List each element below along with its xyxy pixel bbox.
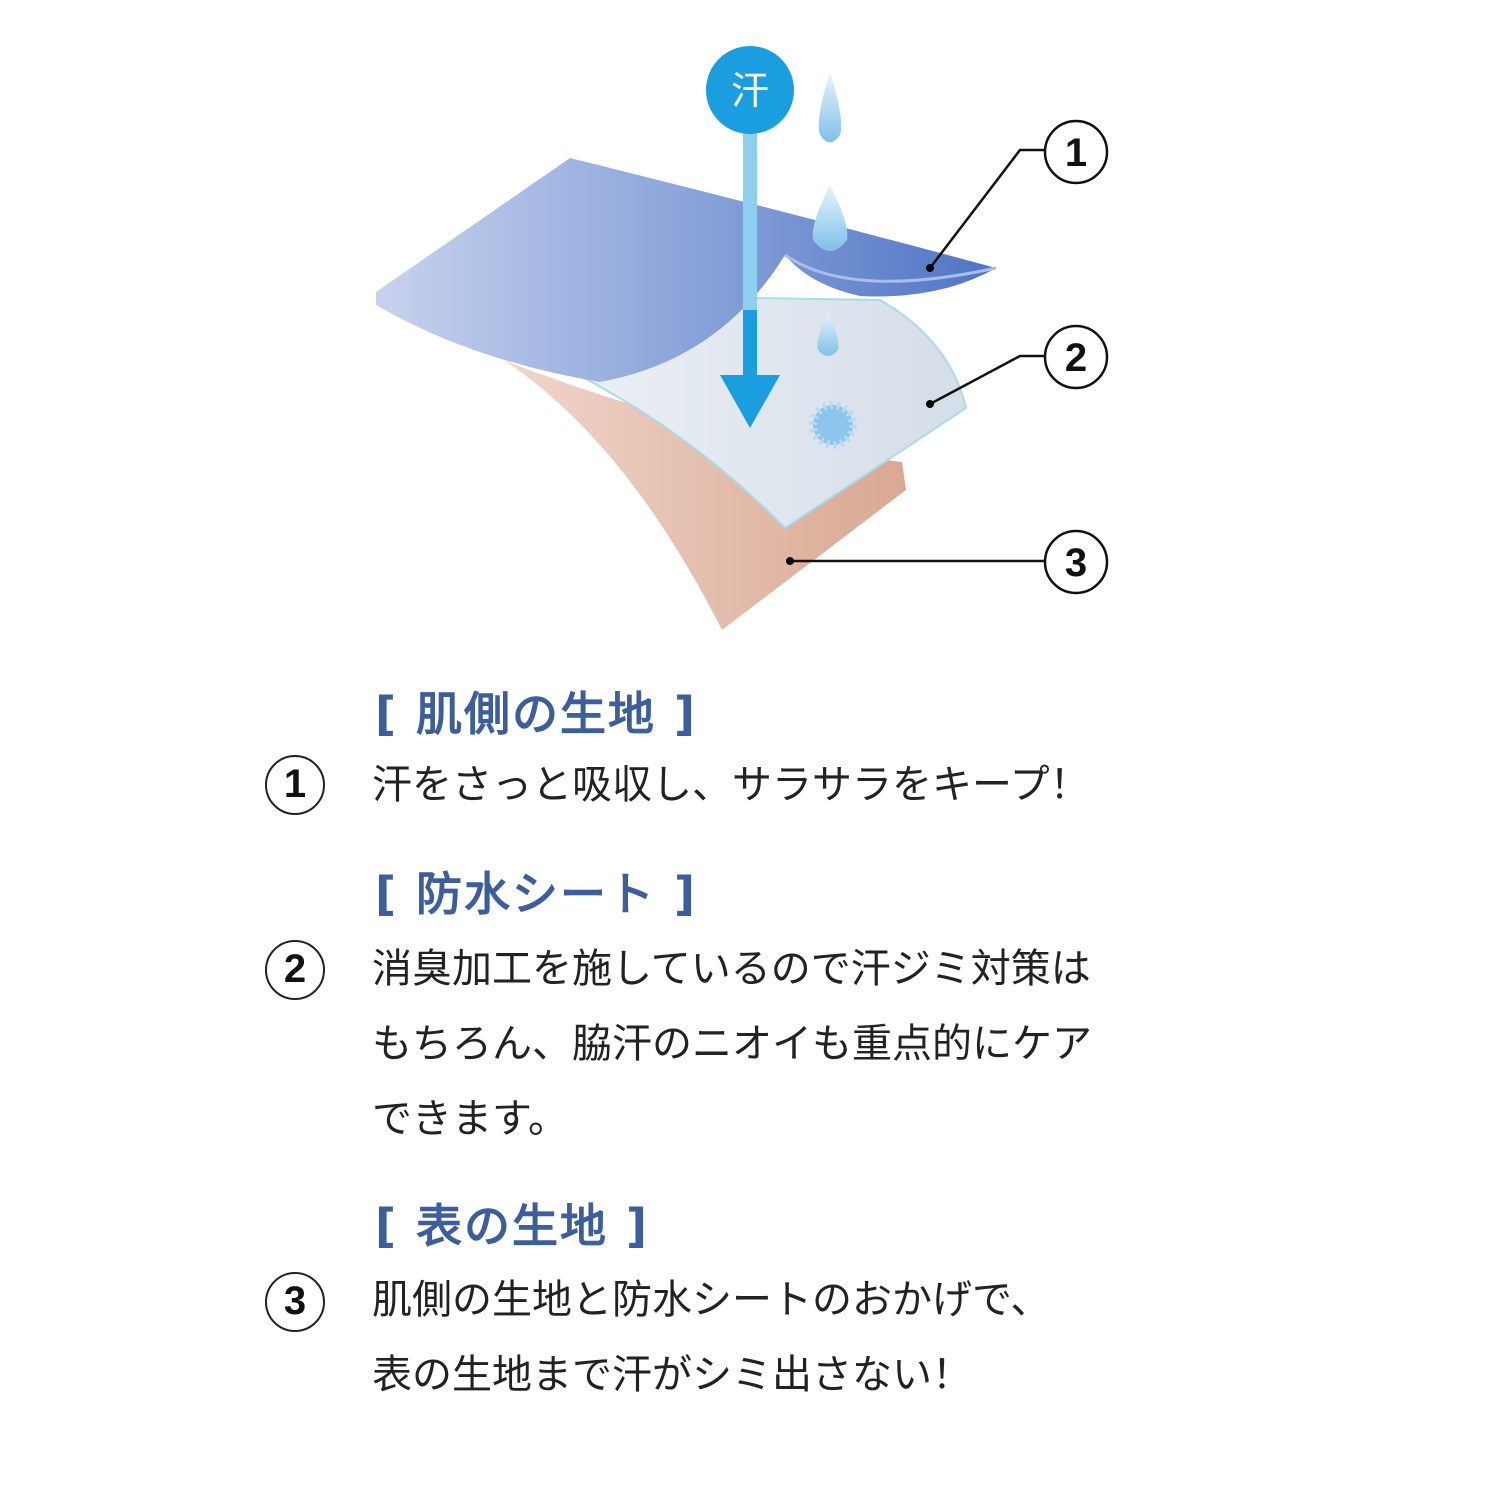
section-heading: [ 肌側の生地 ] — [375, 687, 698, 741]
section-text: 肌側の生地と防水シートのおかげで、 表の生地まで汗がシミ出さない！ — [372, 1277, 1051, 1398]
water-drop-icon — [812, 185, 848, 251]
section-heading: [ 防水シート ] — [375, 867, 698, 921]
callout-3: 3 — [1065, 541, 1087, 585]
section-text: 汗をさっと吸収し、サラサラをキープ！ — [372, 762, 1090, 808]
water-drop-icon — [817, 312, 839, 356]
sweat-badge — [706, 46, 794, 134]
section-number: 3 — [265, 1272, 325, 1332]
section-text: 消臭加工を施しているので汗ジミ対策は もちろん、脇汗のニオイも重点的にケア でき… — [372, 946, 1092, 1142]
layer-1-skin-side-fabric — [376, 158, 996, 382]
callout-2: 2 — [1065, 336, 1087, 380]
layer-3-outer-fabric — [378, 306, 906, 630]
section-number: 2 — [265, 940, 325, 1000]
arrow-down-icon — [720, 375, 780, 428]
section-heading: [ 表の生地 ] — [375, 1199, 650, 1253]
callout-1: 1 — [1065, 131, 1087, 175]
section-number: 1 — [265, 755, 325, 815]
deodorant-icon — [809, 401, 857, 449]
fabric-layer-diagram: 汗 1 2 3 — [376, 46, 1109, 630]
water-drop-icon — [818, 72, 842, 143]
sweat-label: 汗 — [731, 69, 769, 113]
